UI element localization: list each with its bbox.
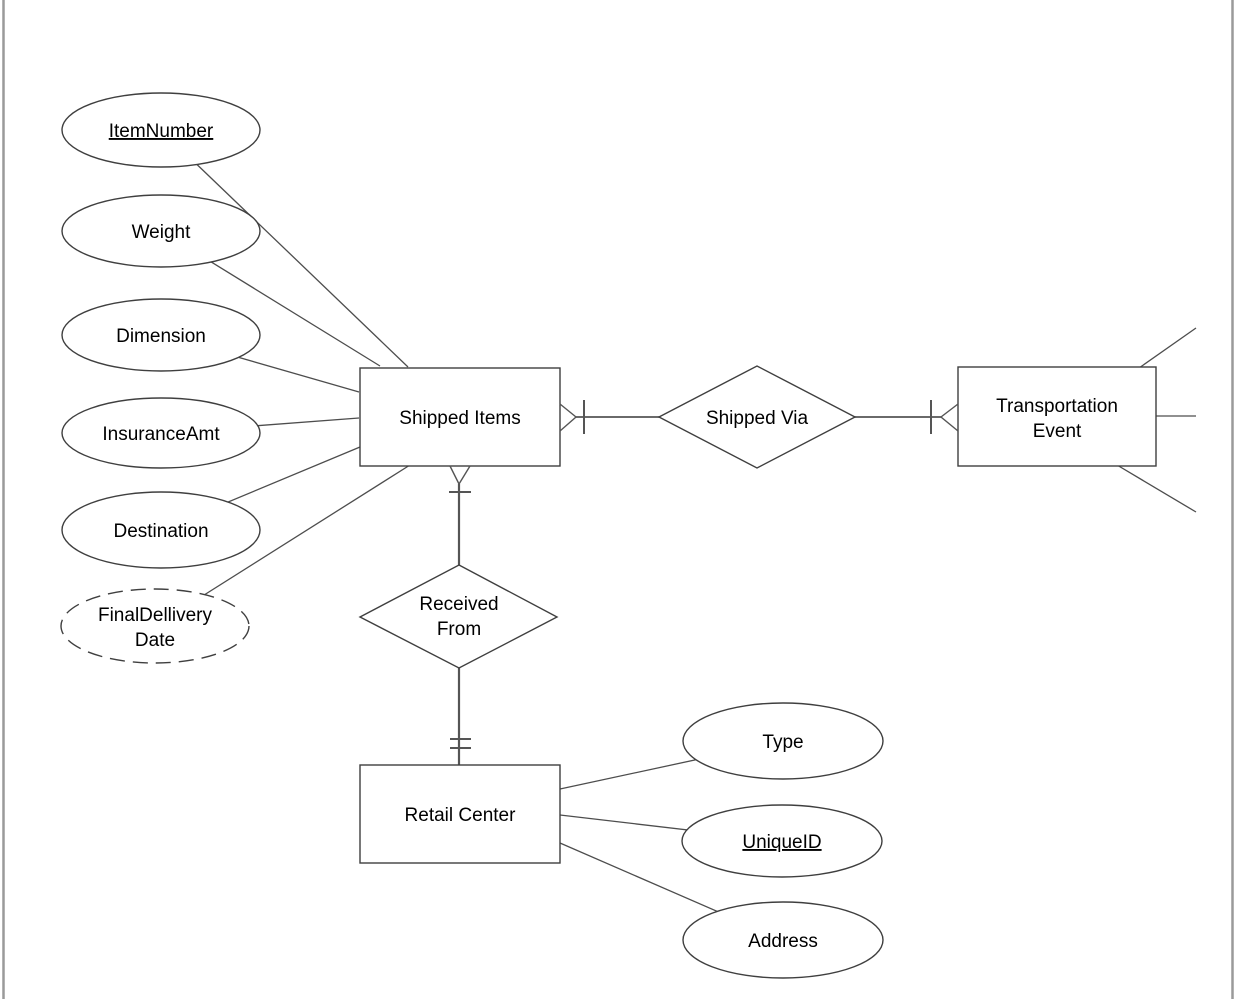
relationship-diamond-shipped-via (657, 365, 857, 469)
attribute-label-address: Address (748, 931, 818, 952)
attribute-ellipse-final-dellivery-date-derived (60, 588, 250, 664)
relationship-diamond-received-from (358, 564, 559, 669)
entity-rect-shipped-items (359, 367, 561, 467)
entity-rect-retail-center (359, 764, 561, 864)
attribute-label-unique-id: UniqueID (742, 832, 821, 853)
attribute-label-weight: Weight (132, 222, 192, 243)
relationship-label-shipped-via: Shipped Via (706, 408, 809, 429)
stub-line-top (1138, 327, 1197, 369)
cardinality-symbols (449, 400, 959, 749)
attribute-ellipse-item-number (61, 92, 261, 168)
attribute-label-final-dellivery-date-line2: Date (135, 630, 175, 651)
labels: Shipped Items Transportation Event Retai… (98, 121, 1118, 952)
stub-line-bottom (1116, 464, 1197, 513)
attribute-ellipse-address (682, 901, 884, 979)
attribute-ellipse-dimension (61, 298, 261, 372)
attribute-ellipse-insurance-amt (61, 397, 261, 469)
relationship-lines (457, 416, 941, 765)
relationship-label-received-from-line2: From (437, 619, 481, 640)
attribute-label-item-number: ItemNumber (109, 121, 214, 142)
entity-label-transportation-event-line2: Event (1033, 421, 1082, 442)
attribute-label-insurance-amt: InsuranceAmt (102, 424, 220, 445)
crow-foot-icon-shipped-items-right (559, 403, 578, 432)
attribute-label-dimension: Dimension (116, 326, 206, 347)
relationship-label-received-from-line1: Received (419, 594, 498, 615)
attribute-label-destination: Destination (113, 521, 208, 542)
attribute-ellipse-weight (61, 194, 261, 268)
crow-foot-icon-shipped-items-bottom (449, 465, 471, 486)
entity-label-shipped-items: Shipped Items (399, 408, 520, 429)
entity-rect-transportation-event (957, 366, 1157, 467)
attribute-label-final-dellivery-date-line1: FinalDellivery (98, 605, 213, 626)
attribute-ellipse-destination (61, 491, 261, 569)
crow-foot-icon-transportation-event-left (939, 403, 959, 432)
entity-label-retail-center: Retail Center (405, 805, 517, 826)
entity-label-transportation-event-line1: Transportation (996, 396, 1118, 417)
attribute-ellipse-unique-id (681, 804, 883, 878)
attribute-label-type: Type (762, 732, 803, 753)
shapes (60, 92, 1157, 979)
connector-item-number (160, 129, 409, 368)
attribute-ellipse-type (682, 702, 884, 780)
cutoff-attribute-stubs (1116, 327, 1197, 513)
